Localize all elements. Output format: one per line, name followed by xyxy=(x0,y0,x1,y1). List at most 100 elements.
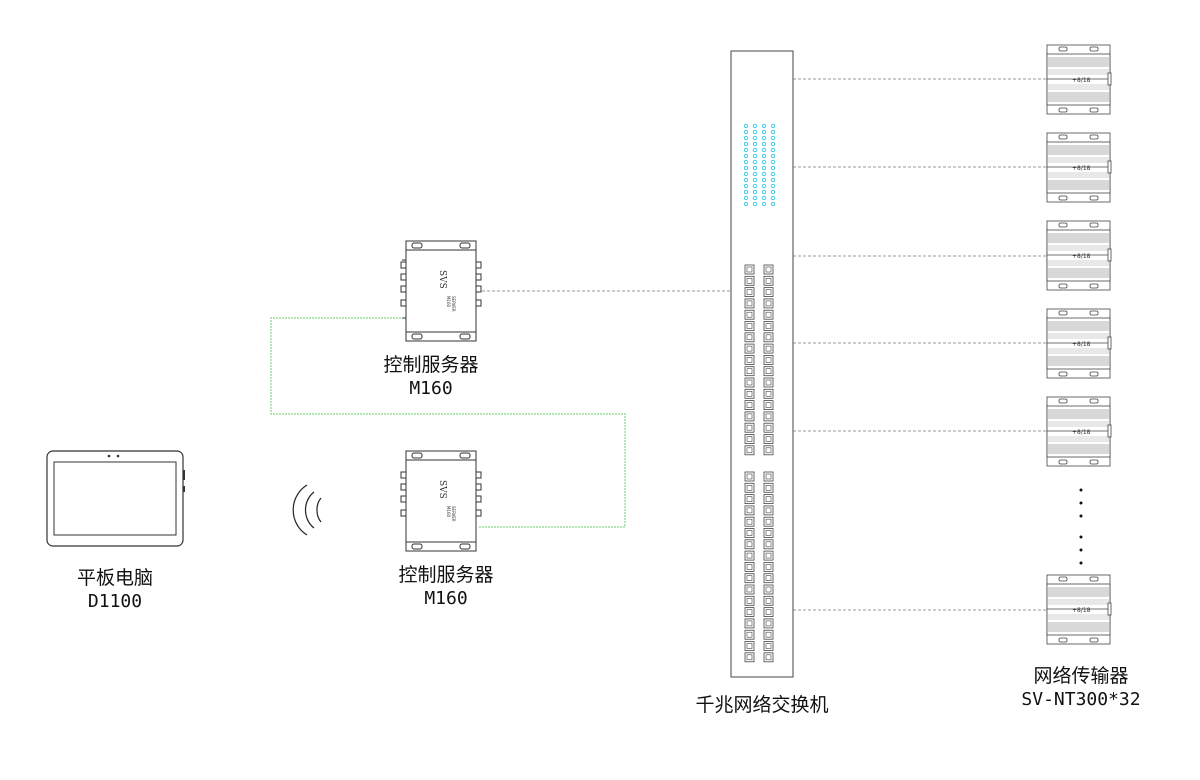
transmitter-icon: +8/18 xyxy=(1046,574,1112,645)
switch-port xyxy=(744,573,755,584)
server-top-sub1: M160 xyxy=(446,296,451,308)
switch-port-panel xyxy=(744,264,774,663)
transmitter-device-label: +8/18 xyxy=(1072,341,1091,348)
tablet-label: 平板电脑 D1100 xyxy=(50,566,180,614)
switch-port xyxy=(763,343,774,354)
server-bottom-brand: SVS xyxy=(437,480,447,499)
transmitter-icon: +8/18 xyxy=(1046,44,1112,115)
switch-port xyxy=(744,471,755,482)
switch-port xyxy=(763,354,774,365)
transmitter-model: SV-NT300*32 xyxy=(1021,689,1141,710)
switch-led-panel xyxy=(743,123,776,207)
switch-led xyxy=(761,171,767,177)
transmitter-device-label: +8/18 xyxy=(1072,429,1091,436)
switch-led xyxy=(752,201,758,207)
switch-led xyxy=(770,177,776,183)
switch-port xyxy=(744,388,755,399)
server-top-brand: SVS xyxy=(437,270,447,289)
switch-port xyxy=(763,275,774,286)
switch-port xyxy=(744,445,755,456)
switch-port xyxy=(763,550,774,561)
switch-port xyxy=(744,264,755,275)
switch-led xyxy=(752,195,758,201)
switch-port xyxy=(763,641,774,651)
transmitter-device-label: +8/18 xyxy=(1072,253,1091,260)
switch-led xyxy=(770,129,776,135)
switch-port xyxy=(744,562,755,572)
switch-led xyxy=(752,177,758,183)
switch-port xyxy=(763,505,774,516)
switch-port xyxy=(763,471,774,482)
server-top-model: M160 xyxy=(409,378,453,399)
switch-led xyxy=(752,189,758,195)
switch-port xyxy=(763,629,774,640)
switch-led xyxy=(752,159,758,165)
switch-port xyxy=(763,434,774,444)
switch-port xyxy=(744,275,755,286)
switch-led xyxy=(770,183,776,189)
server-icon-top: SVS M160 SERVER xyxy=(400,240,482,342)
switch-port xyxy=(744,354,755,365)
switch-led xyxy=(770,123,776,129)
switch-port xyxy=(744,422,755,433)
server-top-sub2: SERVER xyxy=(451,296,456,312)
switch-led xyxy=(752,135,758,141)
switch-led xyxy=(761,165,767,171)
switch-port xyxy=(763,445,774,456)
switch-port xyxy=(744,287,755,298)
connections xyxy=(270,78,1046,611)
switch-port xyxy=(763,287,774,298)
switch-port xyxy=(744,482,755,493)
tablet-name: 平板电脑 xyxy=(76,567,153,589)
switch-led xyxy=(752,183,758,189)
switch-led xyxy=(743,129,749,135)
switch-port xyxy=(744,516,755,527)
switch-led xyxy=(770,201,776,207)
switch-led xyxy=(761,159,767,165)
transmitter-device-label: +8/18 xyxy=(1072,607,1091,614)
server-bottom-model: M160 xyxy=(424,588,468,609)
transmitter-icon: +8/18 xyxy=(1046,308,1112,379)
switch-port xyxy=(744,618,755,629)
switch-led xyxy=(770,153,776,159)
switch-led xyxy=(761,183,767,189)
switch-led xyxy=(743,159,749,165)
switch-port xyxy=(744,400,755,411)
switch-led xyxy=(770,135,776,141)
switch-port xyxy=(763,411,774,422)
wifi-signal-icon xyxy=(292,484,322,536)
switch-port xyxy=(744,584,755,595)
server-top-label: 控制服务器 M160 xyxy=(361,353,501,401)
switch-port xyxy=(744,505,755,516)
switch-port xyxy=(744,652,755,663)
switch-led xyxy=(743,201,749,207)
switch-port xyxy=(744,539,755,550)
tablet-model: D1100 xyxy=(87,591,143,612)
switch-led xyxy=(743,135,749,141)
transmitter-label: 网络传输器 SV-NT300*32 xyxy=(1006,664,1156,712)
transmitter-icon: +8/18 xyxy=(1046,132,1112,203)
switch-led xyxy=(761,141,767,147)
switch-port xyxy=(763,388,774,399)
switch-led xyxy=(743,141,749,147)
transmitter-stack: +8/18 +8/18 +8/18 +8/18 +8/18 +8/18 xyxy=(1046,44,1112,645)
switch-led xyxy=(761,153,767,159)
server-bottom-name: 控制服务器 xyxy=(398,564,494,586)
switch-port xyxy=(744,321,755,331)
switch-led xyxy=(761,135,767,141)
server-bottom-sub1: M160 xyxy=(446,506,451,518)
switch-port xyxy=(763,595,774,606)
switch-led xyxy=(752,123,758,129)
switch-port xyxy=(744,411,755,422)
switch-port xyxy=(763,573,774,584)
transmitter-device-label: +8/18 xyxy=(1072,77,1091,84)
switch-port xyxy=(763,618,774,629)
switch-led xyxy=(752,153,758,159)
server-icon-bottom: SVS M160 SERVER xyxy=(400,450,482,552)
switch-led xyxy=(743,183,749,189)
switch-led xyxy=(770,171,776,177)
switch-led xyxy=(743,165,749,171)
server-top-name: 控制服务器 xyxy=(383,354,479,376)
switch-port xyxy=(744,434,755,444)
switch-port xyxy=(744,550,755,561)
